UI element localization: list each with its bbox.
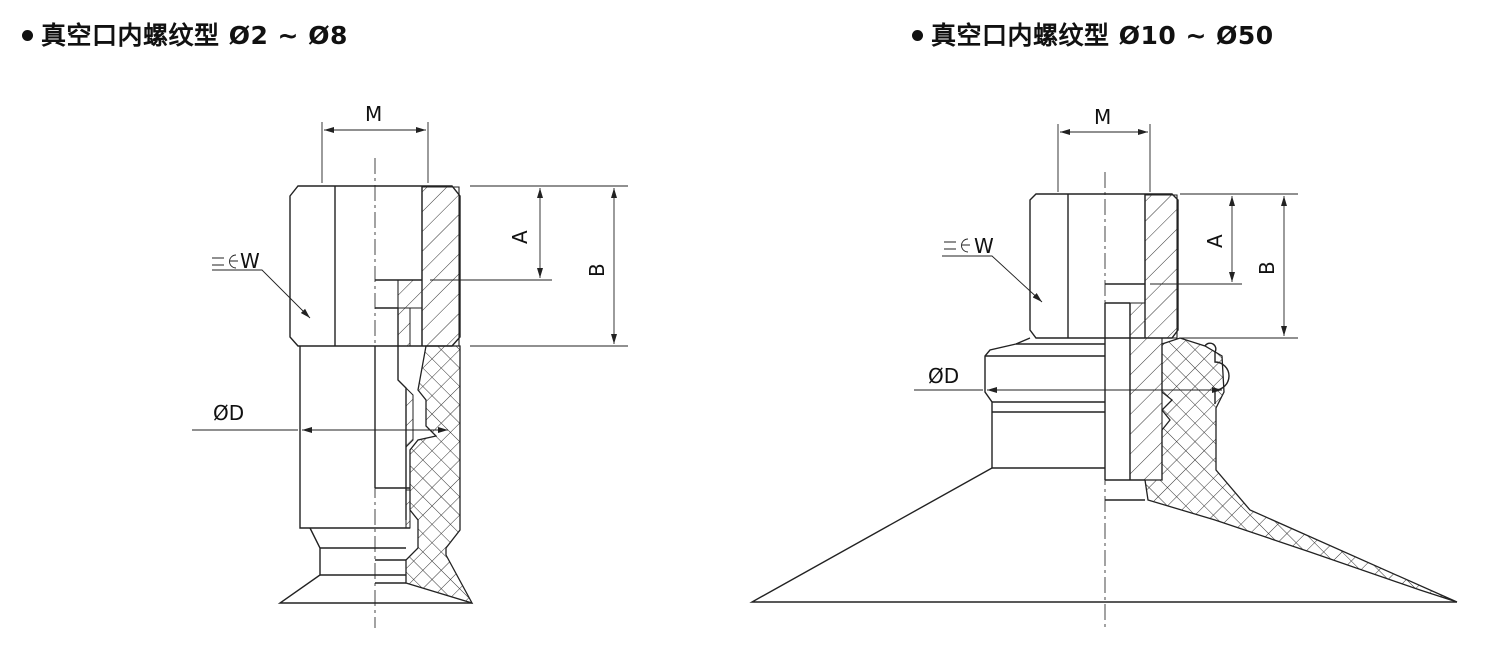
right-b-label: B	[1255, 261, 1279, 275]
right-drawing: M A B W ØD	[749, 105, 1458, 628]
wrench-icon	[212, 254, 238, 269]
wrench-icon	[944, 238, 970, 253]
title-left-text: 真空口内螺纹型 Ø2 ~ Ø8	[41, 21, 348, 50]
right-a-label: A	[1203, 234, 1227, 248]
left-drawing: M A B W ØD	[192, 102, 628, 628]
left-w-label: W	[240, 249, 260, 273]
title-right-text: 真空口内螺纹型 Ø10 ~ Ø50	[931, 21, 1274, 50]
right-d-label: ØD	[928, 364, 959, 388]
left-m-label: M	[365, 102, 382, 126]
diagram-title-right: 真空口内螺纹型 Ø10 ~ Ø50	[912, 16, 1274, 52]
bullet-icon	[22, 29, 33, 41]
right-hex-nut	[1029, 193, 1179, 339]
left-a-label: A	[508, 230, 532, 244]
left-b-label: B	[585, 263, 609, 277]
bullet-icon	[912, 29, 923, 41]
left-hex-nut	[289, 185, 461, 347]
right-w-label: W	[974, 234, 994, 258]
left-d-label: ØD	[213, 401, 244, 425]
right-m-label: M	[1094, 105, 1111, 129]
diagram-title-left: 真空口内螺纹型 Ø2 ~ Ø8	[22, 16, 348, 52]
